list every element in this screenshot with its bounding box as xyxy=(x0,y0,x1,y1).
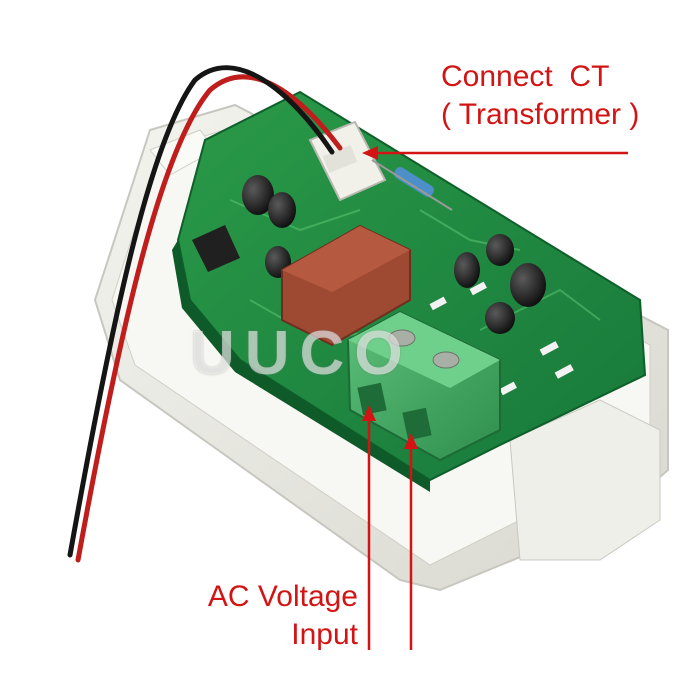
ct-wires xyxy=(67,65,343,563)
ic-chip xyxy=(192,225,240,272)
watermark-logo: UUCO xyxy=(190,319,413,388)
ct-connector xyxy=(308,120,387,202)
ct-label-line2: ( Transformer ) xyxy=(441,98,640,131)
resistor xyxy=(371,159,453,211)
ac-voltage-label-line2: Input xyxy=(291,618,358,651)
ct-label-line1: Connect CT xyxy=(441,60,610,93)
annotation-arrows xyxy=(362,146,628,650)
screw-terminal xyxy=(346,310,501,462)
ac-voltage-label-line1: AC Voltage xyxy=(207,580,358,613)
film-capacitor xyxy=(281,224,411,347)
